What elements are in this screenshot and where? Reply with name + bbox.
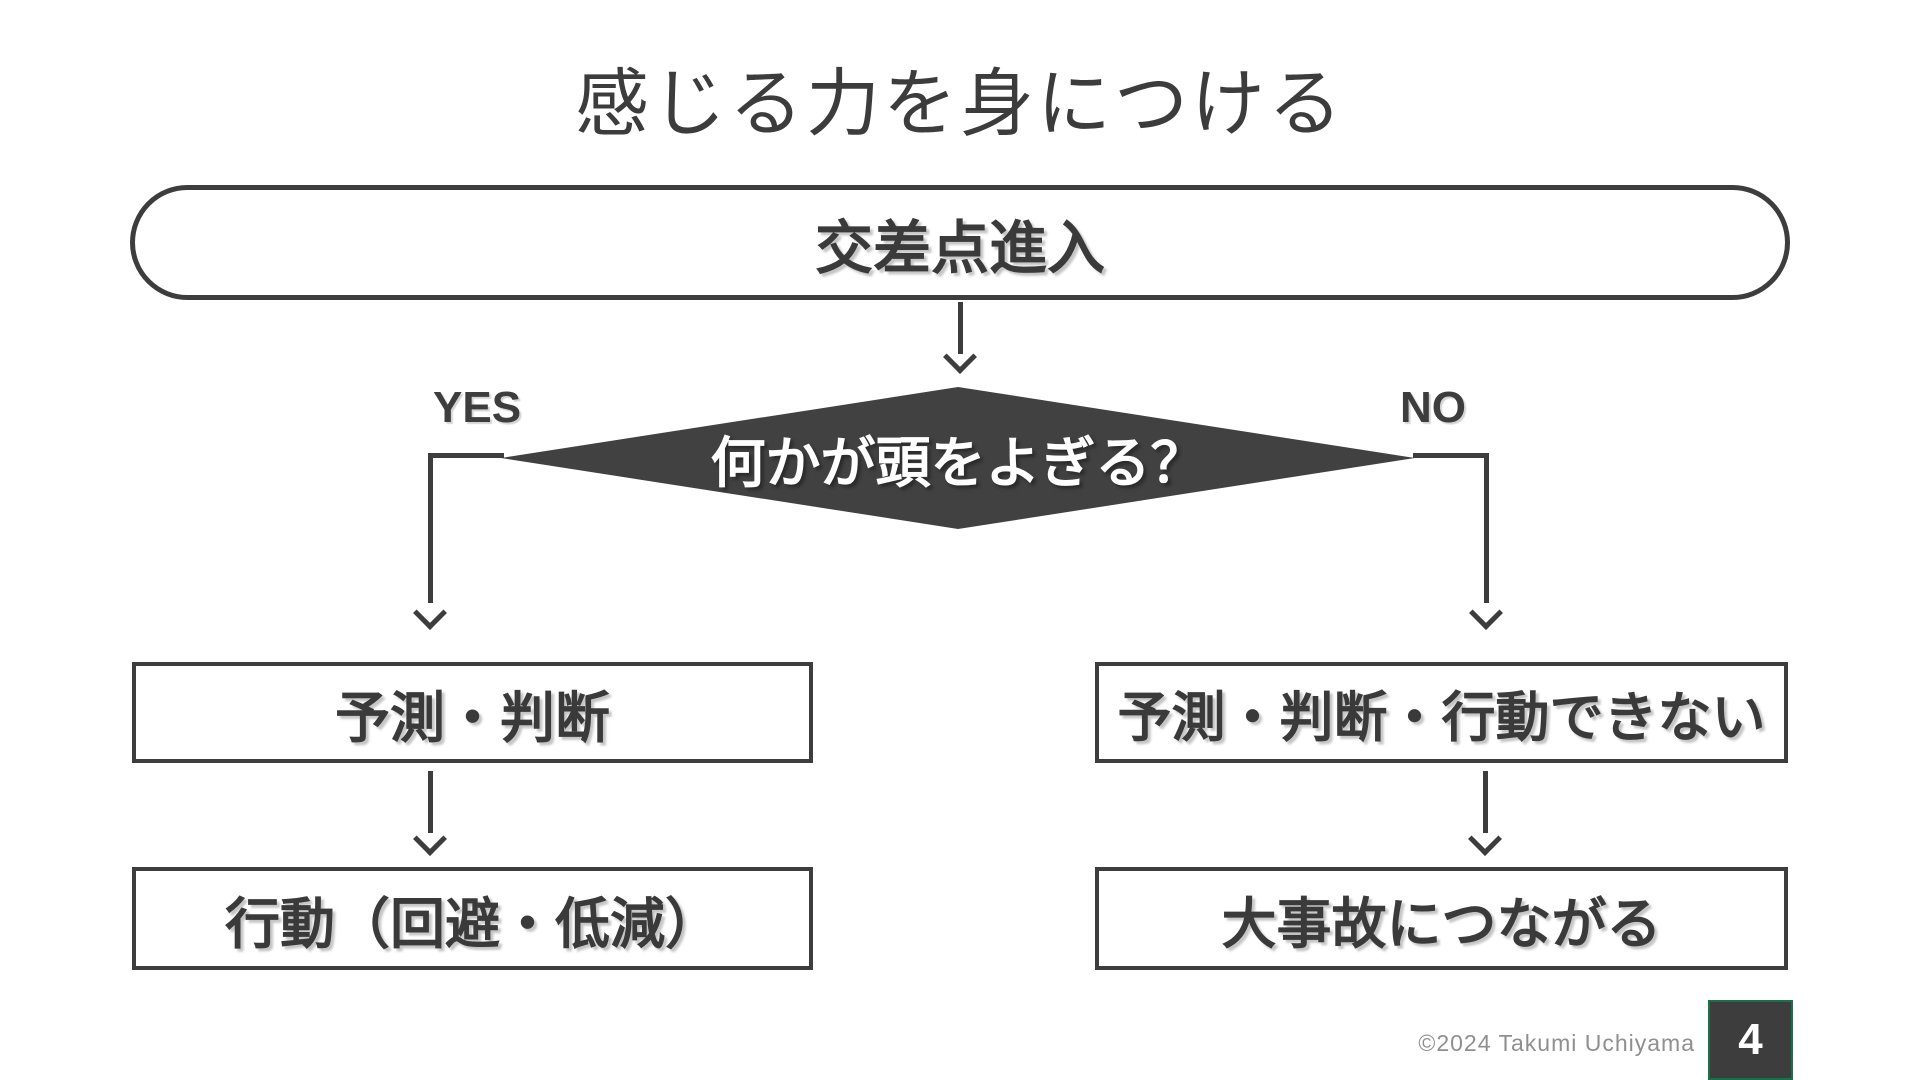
flow-node-major-accident: 大事故につながる (1095, 867, 1788, 970)
flow-node-label: 予測・判断 (334, 686, 610, 749)
arrow-start-to-decision-line (958, 302, 963, 354)
elbow-yes-vertical-line (428, 453, 433, 603)
branch-label-yes: YES (433, 383, 522, 432)
page-number: 4 (1738, 1015, 1763, 1064)
arrow-no1-to-no2-head (1468, 822, 1502, 856)
arrow-no1-to-no2-line (1483, 771, 1488, 833)
page-number-box: 4 (1708, 1000, 1793, 1080)
elbow-no-arrow-head (1469, 596, 1503, 630)
elbow-yes-arrow-head (413, 596, 447, 630)
flow-decision-node: 何かが頭をよぎる？ (501, 387, 1415, 529)
flow-start-label: 交差点進入 (814, 215, 1105, 281)
arrow-yes1-to-yes2-line (428, 771, 433, 833)
arrow-yes1-to-yes2-head (413, 822, 447, 856)
copyright-text: ©2024 Takumi Uchiyama (1418, 1030, 1695, 1056)
flow-start-node: 交差点進入 (130, 185, 1790, 300)
branch-label-no: NO (1400, 383, 1466, 432)
flow-node-cannot-predict-judge-act: 予測・判断・行動できない (1095, 662, 1788, 763)
elbow-no-horizontal-line (1413, 453, 1489, 458)
flow-node-action-avoid-reduce: 行動（回避・低減） (132, 867, 813, 970)
elbow-no-vertical-line (1484, 453, 1489, 603)
slide-title: 感じる力を身につける (575, 62, 1345, 145)
arrow-start-to-decision-head (943, 340, 977, 374)
flow-node-label: 大事故につながる (1221, 892, 1662, 955)
flow-node-prediction-judgment: 予測・判断 (132, 662, 813, 763)
flow-node-label: 行動（回避・低減） (224, 892, 720, 955)
elbow-yes-horizontal-line (428, 453, 504, 458)
flow-decision-label: 何かが頭をよぎる？ (710, 432, 1206, 494)
flow-node-label: 予測・判断・行動できない (1117, 688, 1766, 748)
